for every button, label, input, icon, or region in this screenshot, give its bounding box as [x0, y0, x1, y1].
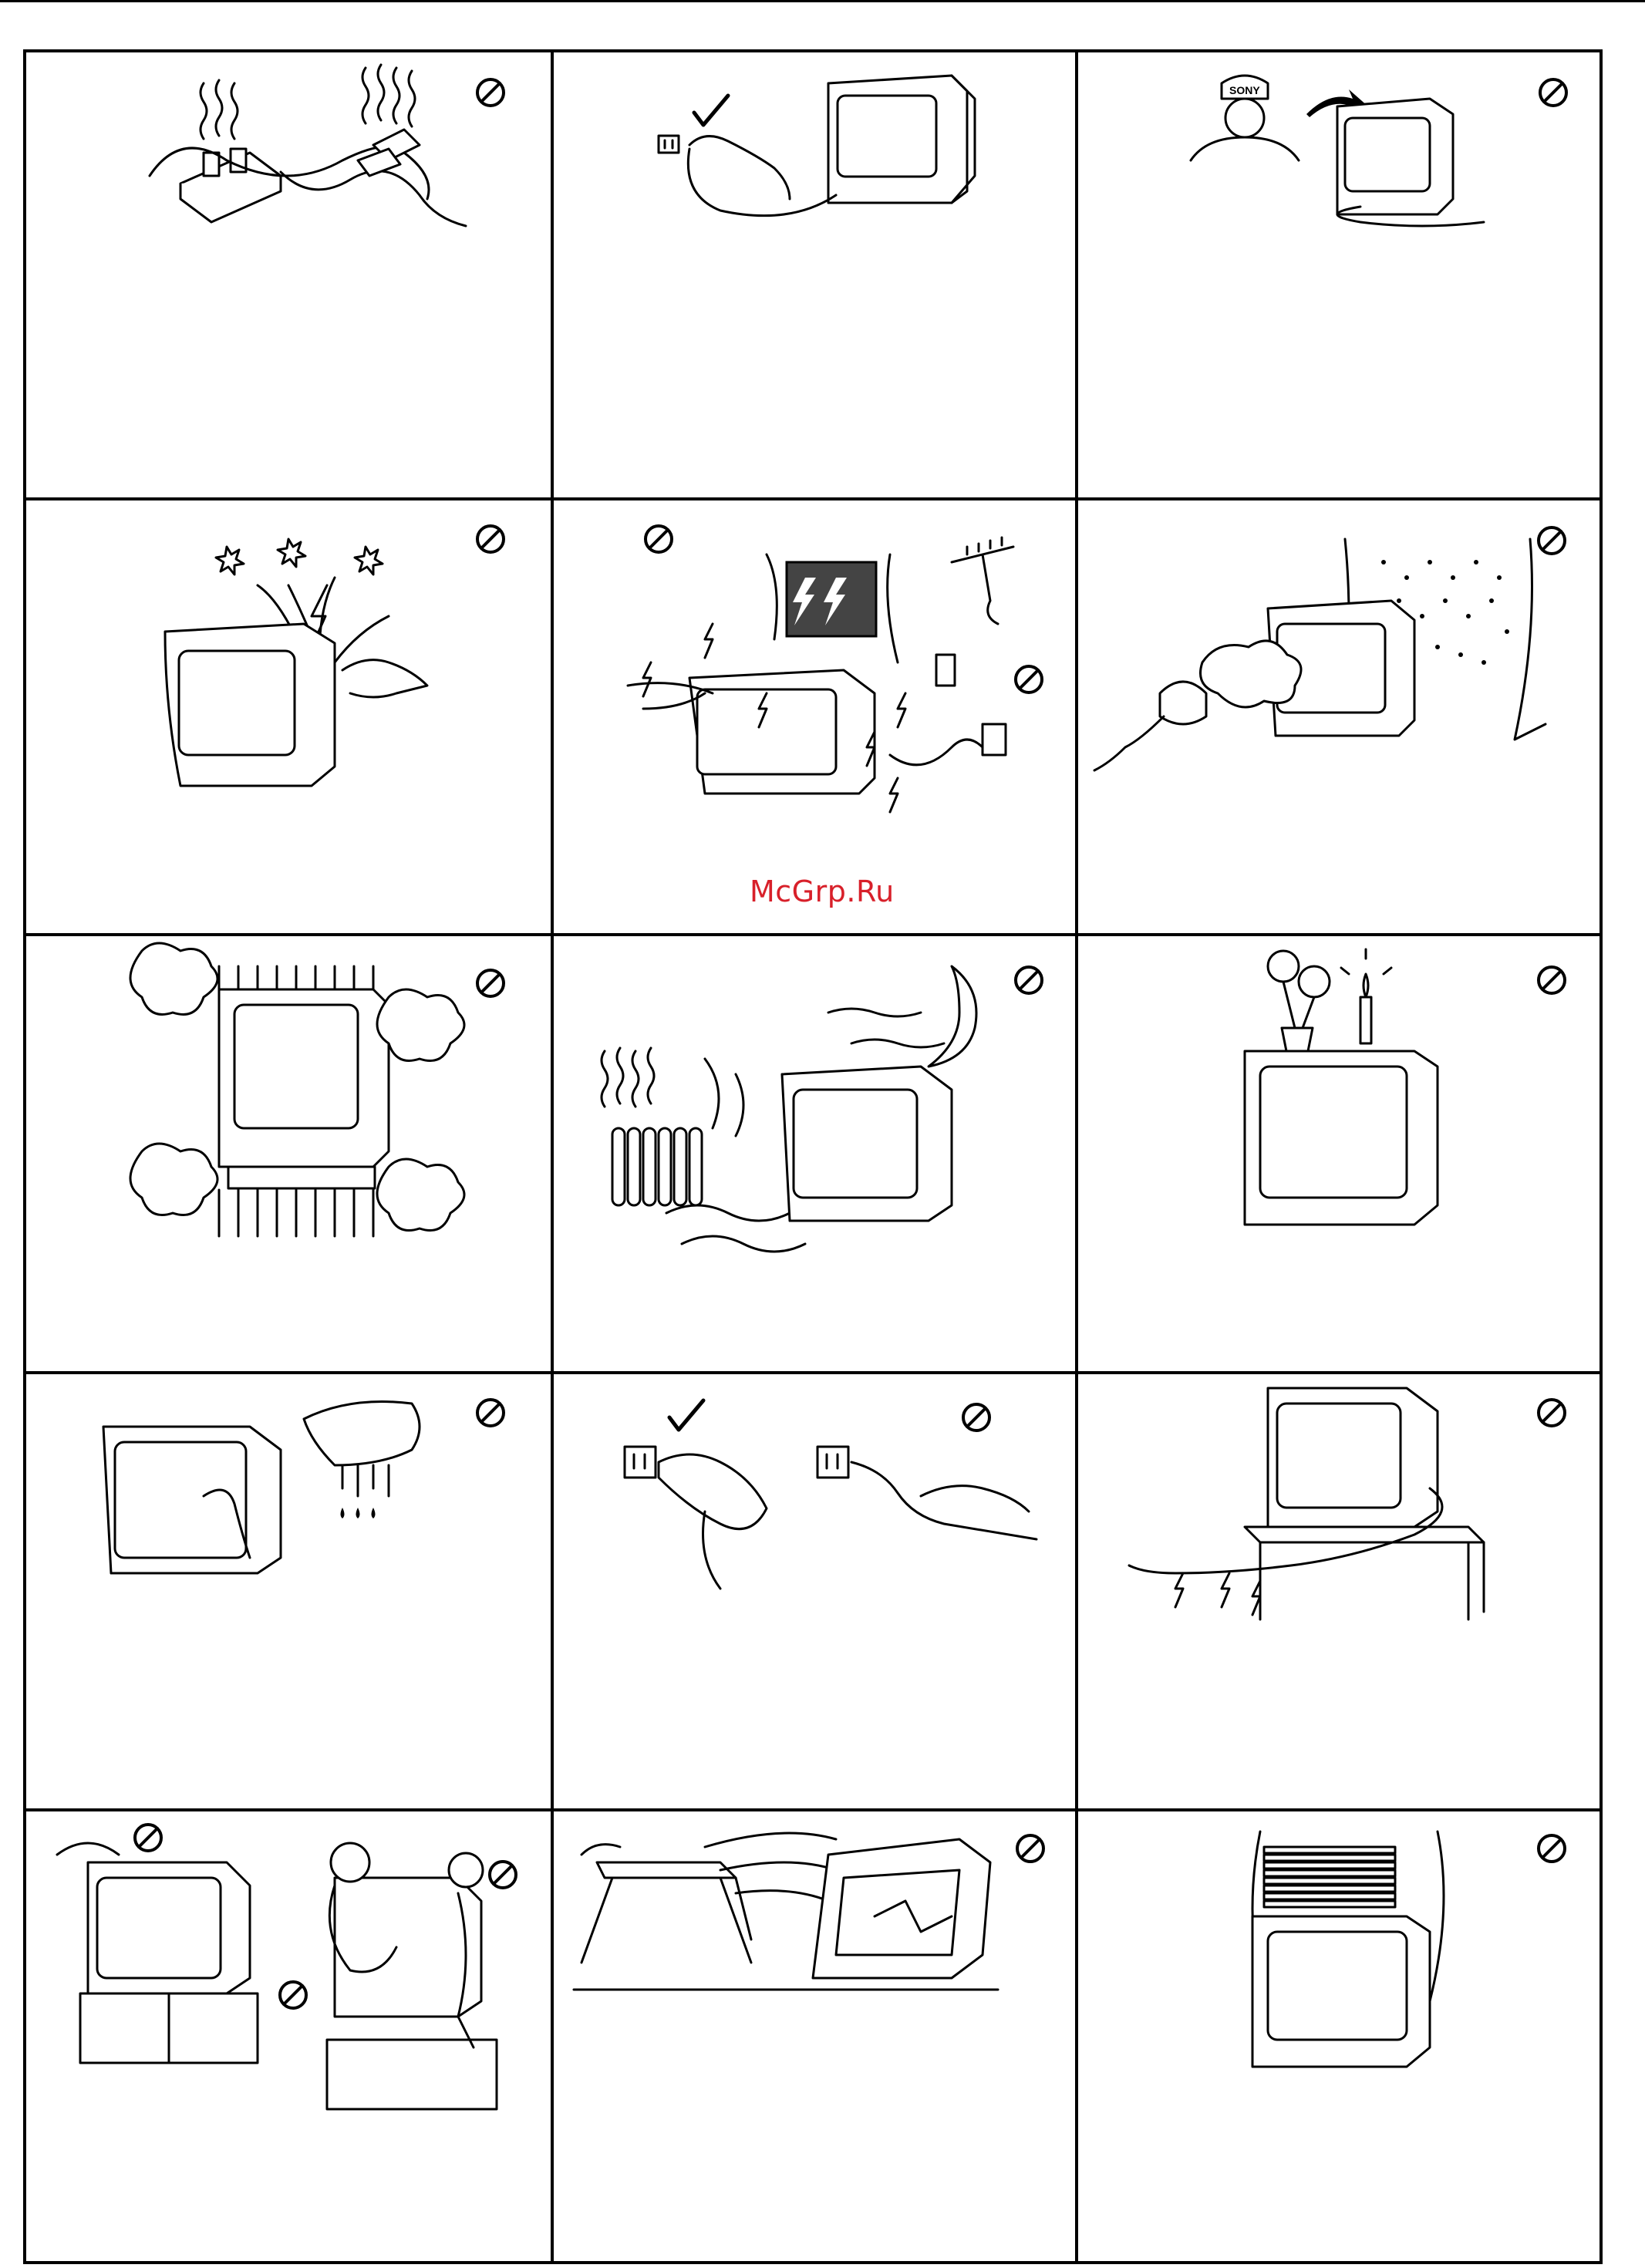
- falling-television-icon: [813, 1839, 990, 1978]
- prohibit-icon: [1535, 524, 1569, 558]
- television-icon: [88, 1862, 250, 1993]
- papers-stack-icon: [1264, 1847, 1395, 1907]
- cloud-icon: [377, 989, 464, 1061]
- prohibit-icon: [1012, 963, 1046, 997]
- television-icon: [165, 624, 335, 786]
- cloud-icon: [130, 1144, 217, 1215]
- prohibit-icon: [1013, 1832, 1047, 1865]
- television-icon: [1337, 99, 1453, 214]
- television-icon: [1268, 1388, 1438, 1527]
- prohibit-icon: [276, 1978, 310, 2012]
- cloth-icon: [304, 1402, 420, 1466]
- checkmark-icon: [689, 93, 733, 131]
- prohibit-icon: [1012, 662, 1046, 696]
- television-icon: [219, 989, 389, 1167]
- child-figure: [449, 1853, 483, 1887]
- sony-cap-logo: SONY: [1229, 84, 1260, 96]
- television-icon: [689, 670, 875, 794]
- climbing-children-illustration: [26, 1808, 551, 2263]
- panel-unstable-stand: [551, 1808, 1075, 2263]
- prohibit-icon: [1536, 76, 1570, 110]
- heat-sources-illustration: [551, 935, 1075, 1370]
- cloud-icon: [130, 943, 217, 1015]
- plug-handling-illustration: [551, 1373, 1075, 1807]
- flower-icon: [1268, 951, 1330, 1051]
- prohibit-icon: [642, 522, 676, 556]
- stand-top: [1245, 1527, 1484, 1542]
- tv-stand: [327, 2040, 497, 2109]
- panel-unplug-by-plug: [551, 52, 1075, 497]
- checkmark-icon: [665, 1397, 708, 1436]
- flowers-candle-illustration: [1075, 935, 1599, 1370]
- prohibit-icon: [486, 1858, 520, 1892]
- panel-overloaded-outlet: [26, 52, 551, 497]
- television-icon: [1252, 1916, 1430, 2067]
- radiator-icon: [612, 1128, 702, 1205]
- prohibit-icon: [474, 966, 507, 1000]
- television-icon: [782, 1067, 952, 1221]
- sun-icon: [929, 966, 976, 1067]
- tilting-table: [597, 1862, 736, 1878]
- prohibit-icon: [1535, 1832, 1569, 1865]
- prohibit-icon: [959, 1400, 993, 1434]
- panel-call-service: SONY: [1075, 52, 1599, 497]
- television-icon: [1245, 1051, 1438, 1225]
- technician-figure: SONY: [1191, 76, 1299, 160]
- ventilation-illustration: [26, 935, 551, 1370]
- panel-plug-handling: [551, 1373, 1075, 1807]
- top-rule: [0, 0, 1645, 2]
- panel-climbing-children: [26, 1808, 551, 2263]
- lightning-storm-illustration: [551, 500, 1075, 934]
- prohibit-icon: [1535, 963, 1569, 997]
- panel-steam-humidity: [1075, 500, 1599, 934]
- panel-cord-damage: [1075, 1373, 1599, 1807]
- candle-icon: [1341, 949, 1391, 1043]
- television-icon: [828, 76, 975, 203]
- child-figure: [331, 1843, 369, 1882]
- kettle-icon: [1160, 682, 1206, 724]
- service-call-illustration: SONY: [1075, 52, 1599, 497]
- prohibit-icon: [131, 1821, 165, 1855]
- prohibit-icon: [474, 76, 507, 110]
- open-cabinet-illustration: [26, 500, 551, 934]
- prohibit-icon: [474, 522, 507, 556]
- panel-flowers-candle: [1075, 935, 1599, 1370]
- heat-waves-icon: [201, 65, 415, 139]
- panel-blocked-ventilation: [26, 935, 551, 1370]
- wet-cloth-illustration: [26, 1373, 551, 1807]
- antenna-icon: [952, 538, 1013, 624]
- television-icon: [103, 1427, 281, 1573]
- panel-open-cabinet: [26, 500, 551, 934]
- prohibit-icon: [1535, 1396, 1569, 1430]
- objects-on-top-illustration: [1075, 1808, 1599, 2263]
- cord-damage-illustration: [1075, 1373, 1599, 1807]
- watermark-text: McGrp.Ru: [750, 875, 895, 908]
- unstable-stand-illustration: [551, 1808, 1075, 2263]
- panel-heat-sources: McGrp.Ru: [551, 935, 1075, 1370]
- panel-objects-on-top: [1075, 1808, 1599, 2263]
- lightning-icon: [1175, 1573, 1260, 1615]
- prohibit-icon: [474, 1396, 507, 1430]
- overloaded-outlet-illustration: [26, 52, 551, 497]
- panel-wet-cloth: [26, 1373, 551, 1807]
- cloud-icon: [377, 1159, 464, 1231]
- panel-lightning-storm: [551, 500, 1075, 934]
- steam-illustration: [1075, 500, 1599, 934]
- unplug-illustration: [551, 52, 1075, 497]
